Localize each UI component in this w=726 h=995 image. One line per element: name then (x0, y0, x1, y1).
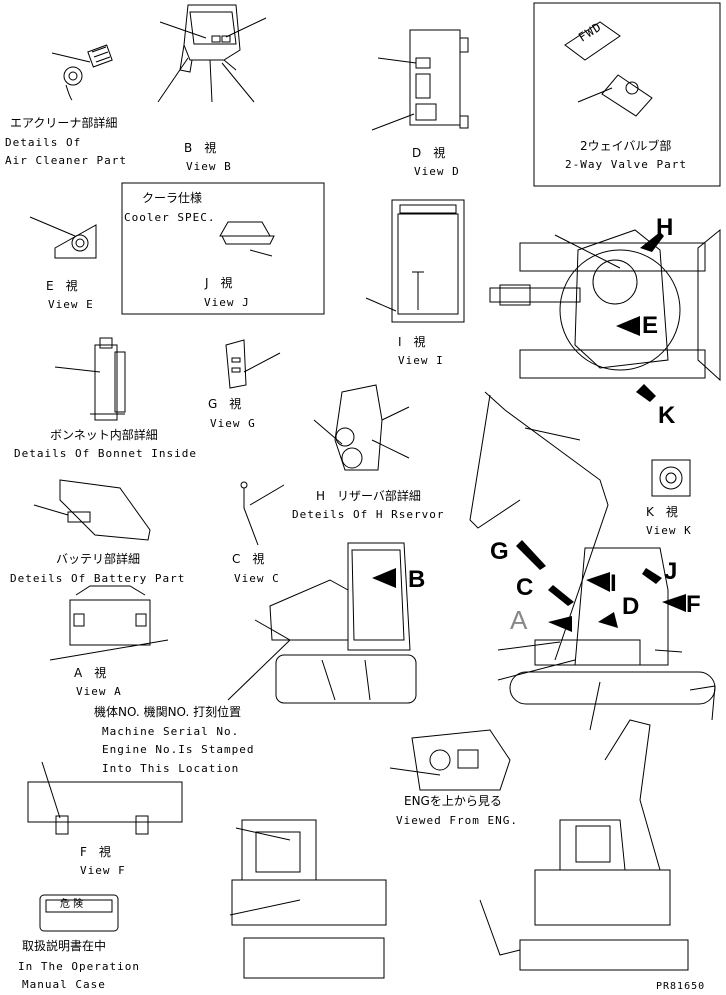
valve-box (533, 2, 721, 187)
cooler-jp: クーラ仕様 (142, 191, 203, 205)
view-i-jp: I 視 (398, 335, 426, 349)
battery-jp: バッテリ部詳細 (56, 552, 141, 566)
view-d-jp: D 視 (412, 146, 446, 160)
eng-jp: ENGを上から見る (404, 794, 502, 808)
callout-c: C (516, 574, 534, 601)
callout-a: A (510, 605, 528, 635)
air-cleaner-en2: Air Cleaner Part (5, 154, 127, 167)
callout-f: F (686, 591, 701, 618)
excavator-side-drawing (469, 391, 716, 731)
callout-g: G (490, 538, 509, 565)
view-d-label: View D (414, 165, 460, 178)
excavator-rear-drawing (479, 719, 689, 971)
callout-j: J (664, 558, 678, 585)
valve-en: 2-Way Valve Part (565, 158, 687, 171)
view-g-drawing (225, 339, 281, 389)
view-k-jp: K 視 (646, 505, 678, 519)
battery-en: Deteils Of Battery Part (10, 572, 186, 585)
air-cleaner-en1: Details Of (5, 136, 82, 149)
valve-jp: 2ウェイバルブ部 (580, 139, 672, 153)
cooler-en: Cooler SPEC. (124, 211, 216, 224)
manual-en1: In The Operation (18, 960, 140, 973)
reservoir-drawing (313, 384, 410, 471)
reservoir-en: Deteils Of H Rservor (292, 508, 445, 521)
callout-h: H (656, 214, 674, 241)
top-view-drawing (489, 228, 721, 382)
bonnet-jp: ボンネット内部詳細 (50, 428, 158, 442)
machine-cab-drawing (227, 542, 417, 704)
serial-en3: Into This Location (102, 762, 240, 775)
view-g-jp: G 視 (208, 397, 242, 411)
callout-k: K (658, 402, 676, 429)
view-i-label: View I (398, 354, 444, 367)
view-f-jp: F 視 (80, 845, 111, 859)
cooler-box (121, 182, 325, 315)
view-a-label: View A (76, 685, 122, 698)
view-g-label: View G (210, 417, 256, 430)
callout-d: D (622, 593, 640, 620)
air-cleaner-drawing (51, 44, 113, 101)
serial-en2: Engine No.Is Stamped (102, 743, 255, 756)
callout-e: E (642, 312, 659, 339)
serial-jp: 機体NO. 機関NO. 打刻位置 (94, 705, 242, 719)
manual-jp: 取扱説明書在中 (22, 939, 107, 953)
bonnet-en: Details Of Bonnet Inside (14, 447, 197, 460)
view-a-drawing (49, 585, 169, 661)
view-k-drawing (651, 459, 691, 497)
part-number: PR81650 (656, 981, 706, 992)
view-b-jp: B 視 (184, 141, 217, 155)
danger-decal-text: 危 険 (60, 899, 84, 910)
machine-rear-drawing (229, 819, 387, 979)
reservoir-jp: H リザーバ部詳細 (316, 489, 421, 503)
bonnet-drawing (54, 337, 126, 421)
view-e-label: View E (48, 298, 94, 311)
engine-drawing (389, 729, 511, 791)
view-i-drawing (365, 199, 465, 323)
view-b-drawing (157, 4, 267, 103)
view-e-jp: E 視 (46, 279, 78, 293)
view-e-drawing (29, 216, 97, 259)
eng-en: Viewed From ENG. (396, 814, 518, 827)
view-j-label: View J (204, 296, 250, 309)
air-cleaner-jp: エアクリーナ部詳細 (10, 116, 118, 130)
callout-b: B (408, 566, 426, 593)
callout-arrows (372, 232, 686, 632)
view-c-jp: C 視 (232, 552, 265, 566)
view-b-label: View B (186, 160, 232, 173)
serial-en1: Machine Serial No. (102, 725, 240, 738)
view-f-label: View F (80, 864, 126, 877)
view-j-jp: J 視 (205, 276, 233, 290)
manual-en2: Manual Case (22, 978, 106, 991)
danger-decal-drawing (39, 894, 119, 932)
battery-drawing (33, 479, 151, 541)
view-f-drawing (27, 761, 183, 835)
view-a-jp: A 視 (74, 666, 107, 680)
view-k-label: View K (646, 524, 692, 537)
view-d-drawing (371, 29, 469, 131)
view-c-drawing (240, 481, 285, 546)
view-c-label: View C (234, 572, 280, 585)
callout-i: I (610, 570, 617, 597)
